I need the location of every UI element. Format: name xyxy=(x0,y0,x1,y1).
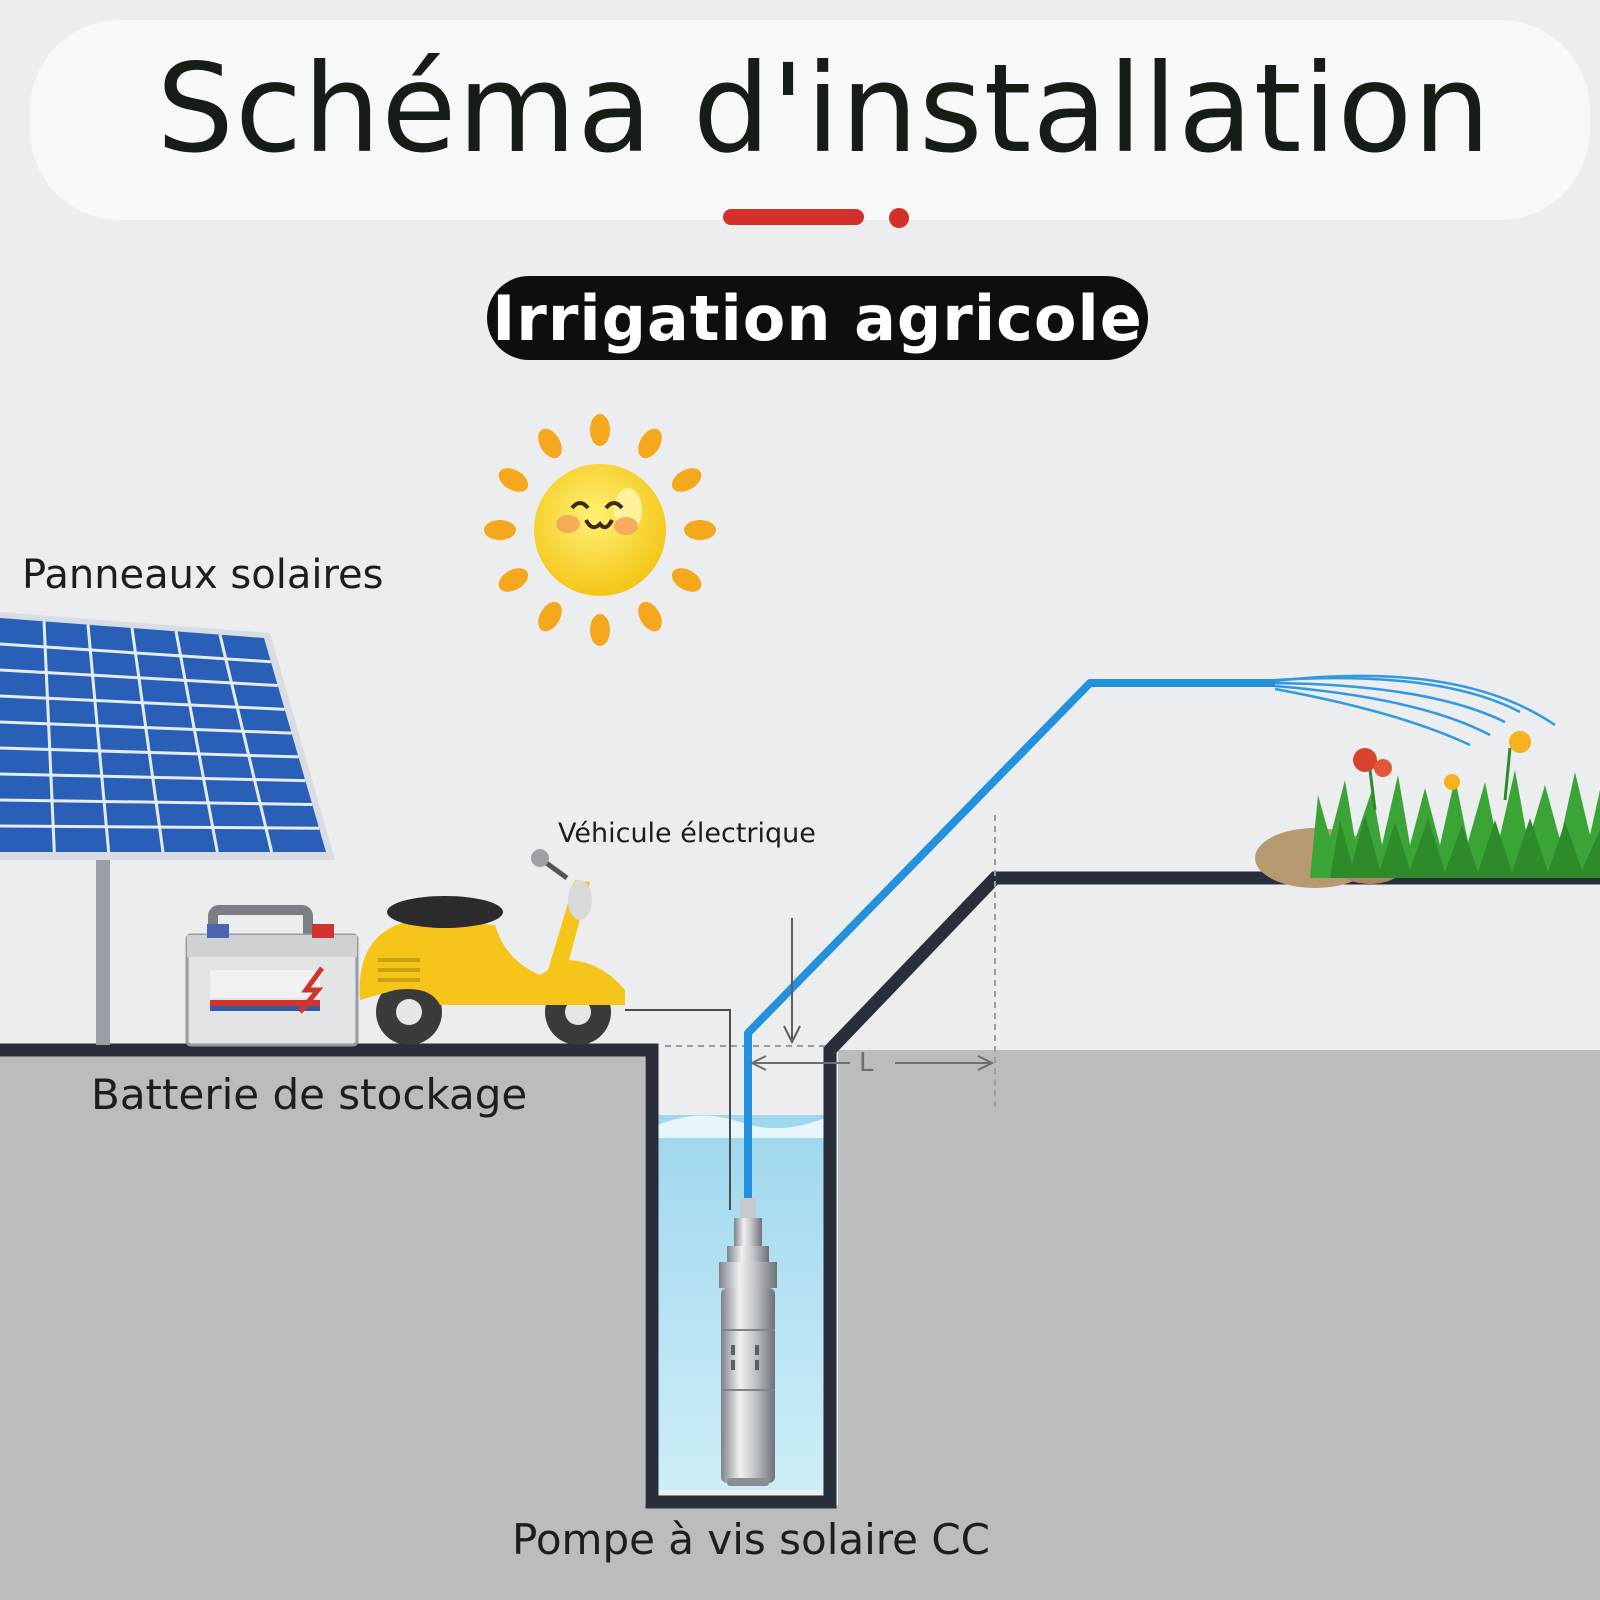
sun-ray xyxy=(590,414,610,446)
battery-icon xyxy=(185,905,359,1047)
sun-icon xyxy=(484,414,716,646)
panel-cell-divider xyxy=(130,627,165,853)
panel-cell-divider xyxy=(218,634,274,853)
depth-indicator xyxy=(783,918,801,1045)
subtitle-text: Irrigation agricole xyxy=(492,281,1143,355)
label-pump: Pompe à vis solaire CC xyxy=(512,1515,990,1564)
panel-cell-divider xyxy=(0,668,278,688)
water-surface xyxy=(658,1115,825,1138)
sun-ray xyxy=(638,428,662,459)
sun-ray xyxy=(538,428,562,459)
solar-panel-icon xyxy=(0,612,335,1045)
accent-dash xyxy=(723,209,864,225)
panel-cell-divider xyxy=(0,642,271,664)
label-storage-battery: Batterie de stockage xyxy=(91,1070,528,1119)
panel-cell-divider xyxy=(0,772,306,783)
page-title: Schéma d'installation xyxy=(156,38,1492,180)
title-cloud xyxy=(30,20,1590,220)
sun-ray xyxy=(590,614,610,646)
panel-cell-divider xyxy=(0,694,285,711)
ground xyxy=(0,1050,1600,1600)
label-electric-vehicle: Véhicule électrique xyxy=(558,818,816,849)
flower-icon xyxy=(1353,731,1531,811)
ground-outline xyxy=(0,871,1600,1509)
distance-arrow xyxy=(749,1055,995,1071)
panel-cell-divider xyxy=(0,746,299,759)
subtitle-badge: Irrigation agricole xyxy=(487,276,1148,360)
water-spray xyxy=(1274,674,1556,747)
panel-cell-divider xyxy=(42,621,56,853)
sun-ray xyxy=(671,568,702,592)
panel-cell-divider xyxy=(0,798,313,806)
sun-ray xyxy=(484,520,516,540)
raised-field xyxy=(824,878,1600,1050)
sun-ray xyxy=(498,568,529,592)
sun-ray xyxy=(684,520,716,540)
panel-cell-divider xyxy=(174,631,219,853)
pump-icon xyxy=(719,1198,777,1486)
panel-cell-divider xyxy=(0,824,320,830)
panel-cell-divider xyxy=(0,720,292,735)
sun-ray xyxy=(638,601,662,632)
sun-ray xyxy=(538,601,562,632)
sun-ray xyxy=(498,468,529,492)
label-distance: L xyxy=(859,1048,874,1078)
water-pipe xyxy=(744,679,1275,1205)
label-solar-panels: Panneaux solaires xyxy=(22,552,384,598)
sun-ray xyxy=(671,468,702,492)
panel-cell-divider xyxy=(86,624,111,853)
accent-dot xyxy=(889,208,909,228)
power-cable xyxy=(625,1009,731,1210)
scooter-icon xyxy=(359,849,625,1045)
grass-icon xyxy=(1255,770,1600,888)
